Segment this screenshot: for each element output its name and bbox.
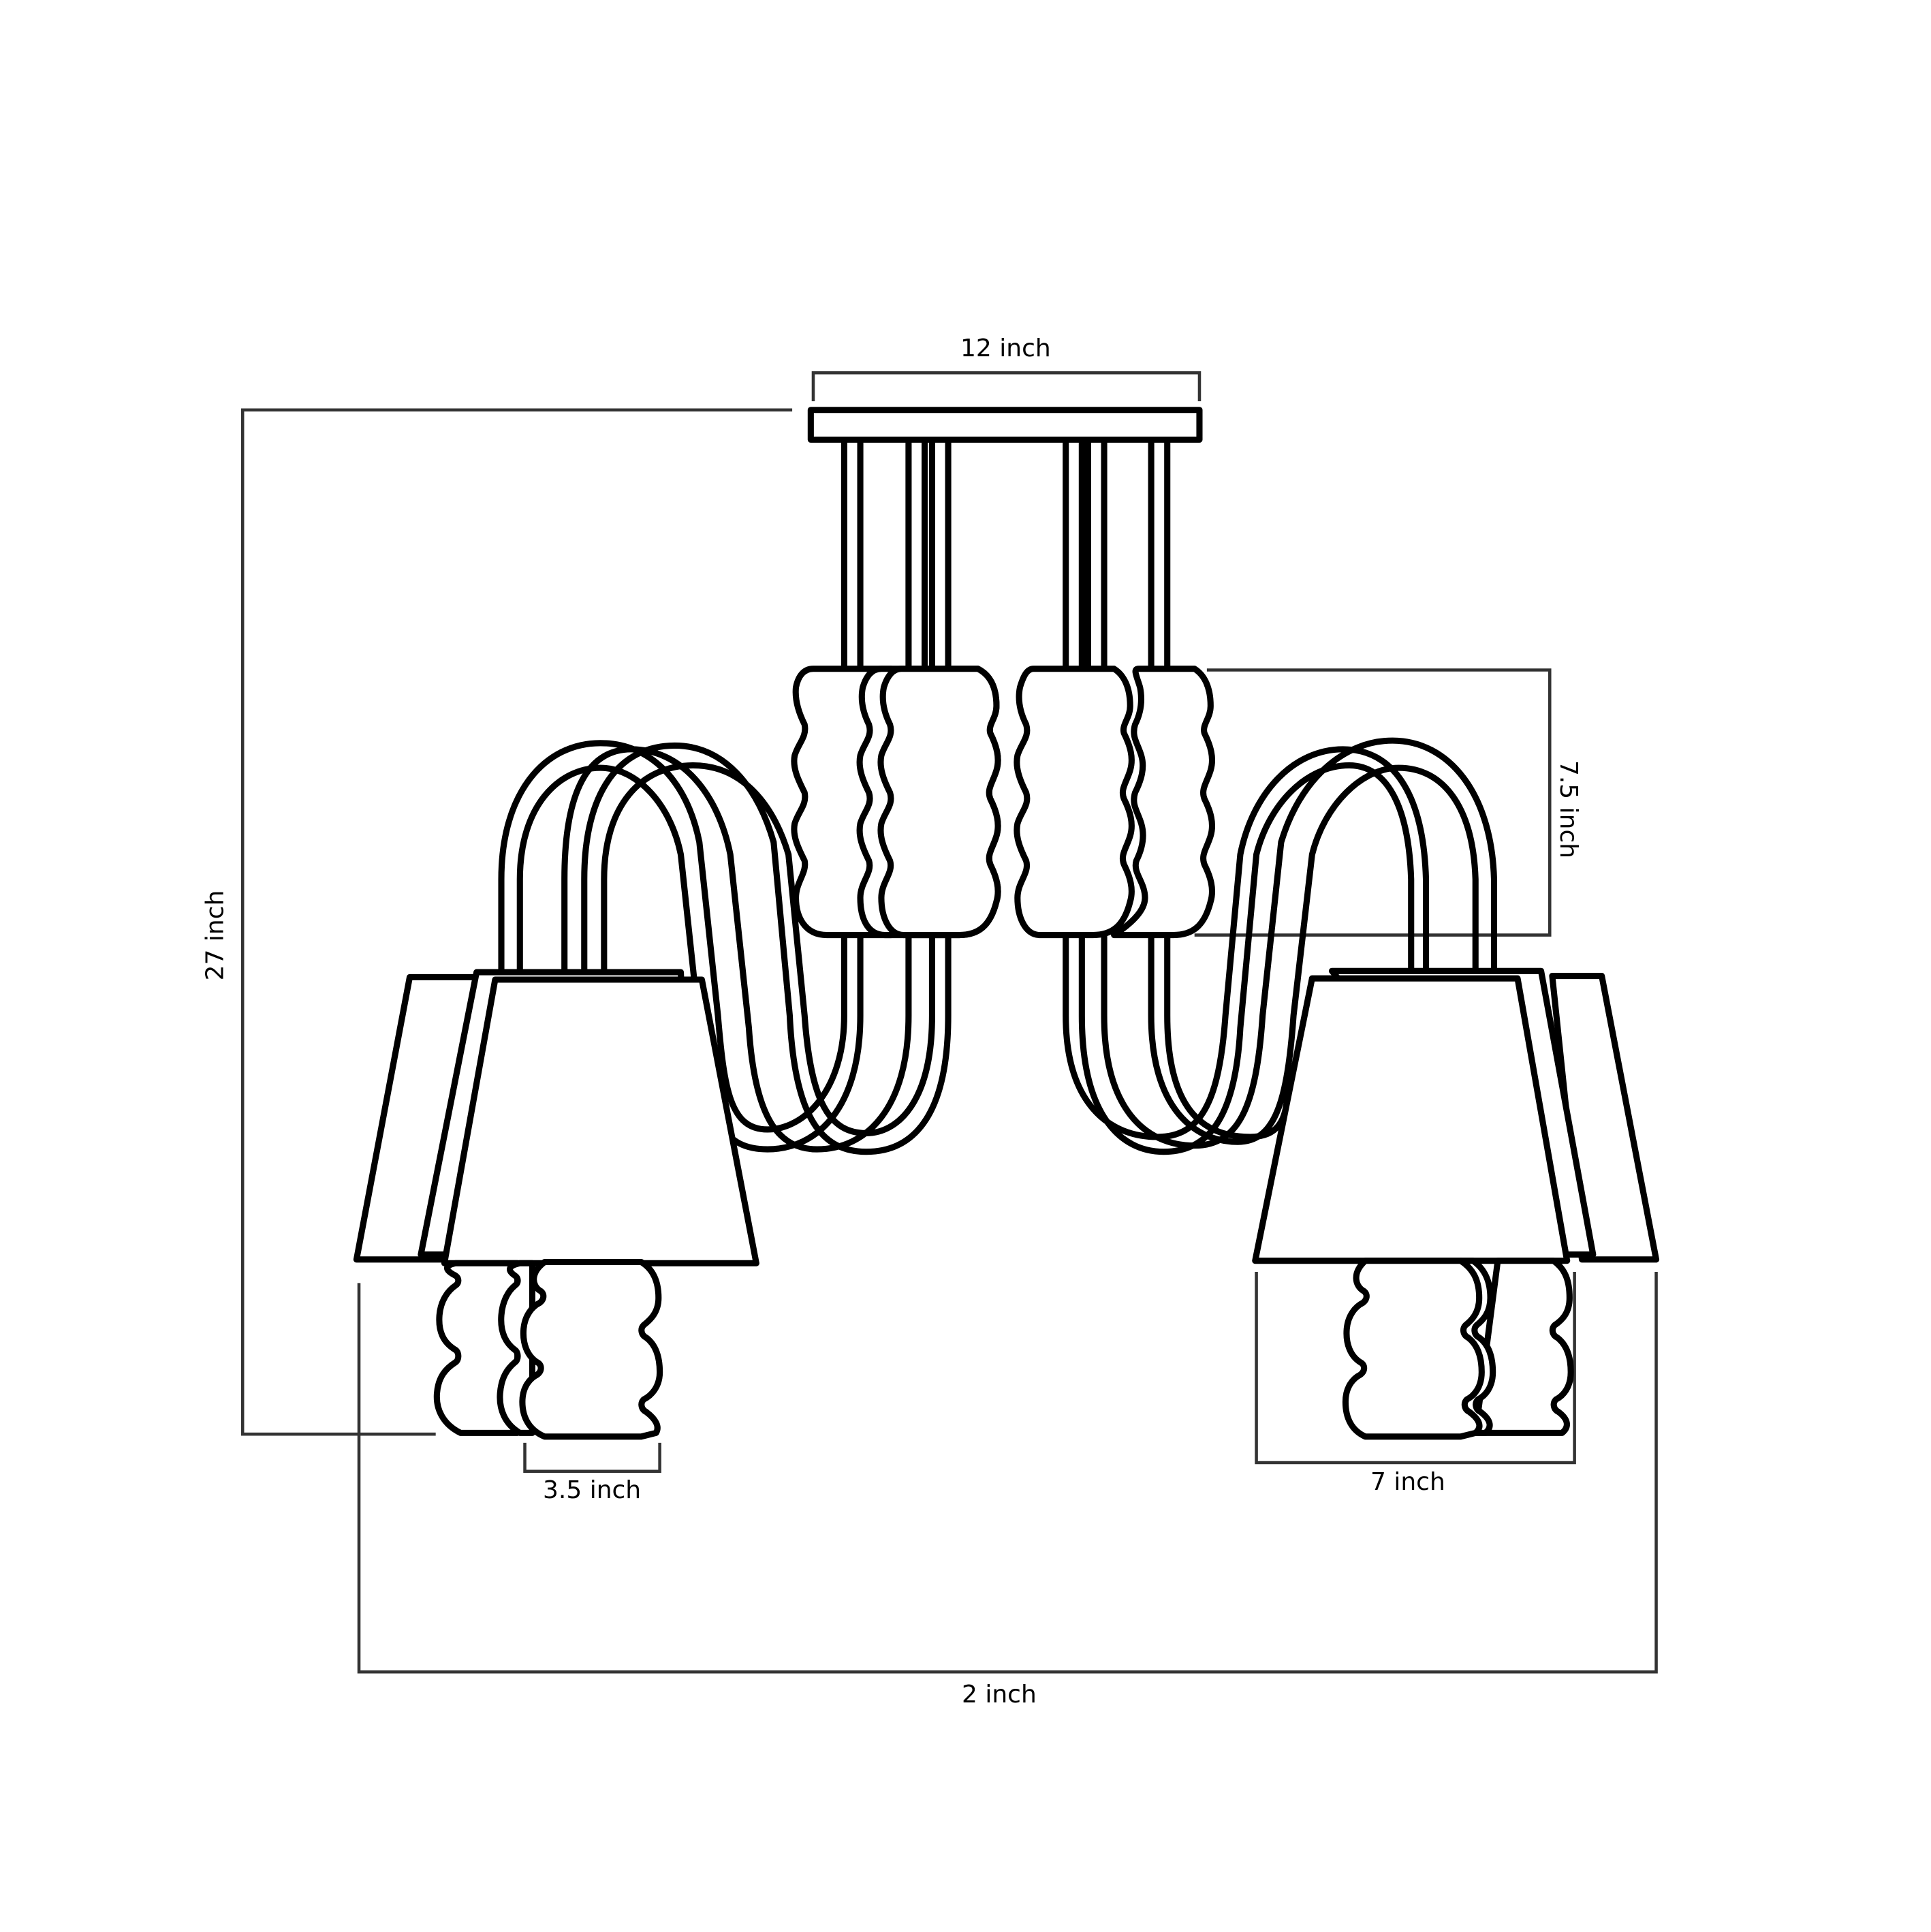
sleeve-5 [1111, 666, 1216, 939]
right-arms [1063, 737, 1498, 1155]
left-arms [498, 740, 952, 1155]
candle-right-3 [1472, 1258, 1574, 1436]
sleeve-4 [1014, 666, 1135, 939]
sleeves [791, 666, 1216, 939]
sleeve-height-label: 7.5 inch [1554, 760, 1583, 859]
sleeve-3 [877, 666, 1001, 939]
overall-height-label: 27 inch [201, 890, 230, 981]
left-candles [433, 1258, 663, 1440]
shade-right-front [1252, 975, 1571, 1264]
candle-right-1 [1342, 1258, 1485, 1440]
right-shades [1252, 967, 1660, 1264]
down-rods [841, 439, 1171, 669]
right-candles [1342, 1258, 1574, 1440]
dimension-lines [240, 371, 1658, 1674]
overall-width-label: 2 inch [962, 1681, 1037, 1709]
canopy [807, 407, 1203, 443]
shade-width-label: 7 inch [1370, 1468, 1445, 1496]
canopy-width-label: 12 inch [960, 334, 1051, 362]
left-shades [353, 969, 759, 1266]
shade-left-front [441, 976, 759, 1266]
candle-left-3 [519, 1258, 663, 1440]
candle-width-label: 3.5 inch [543, 1476, 642, 1504]
